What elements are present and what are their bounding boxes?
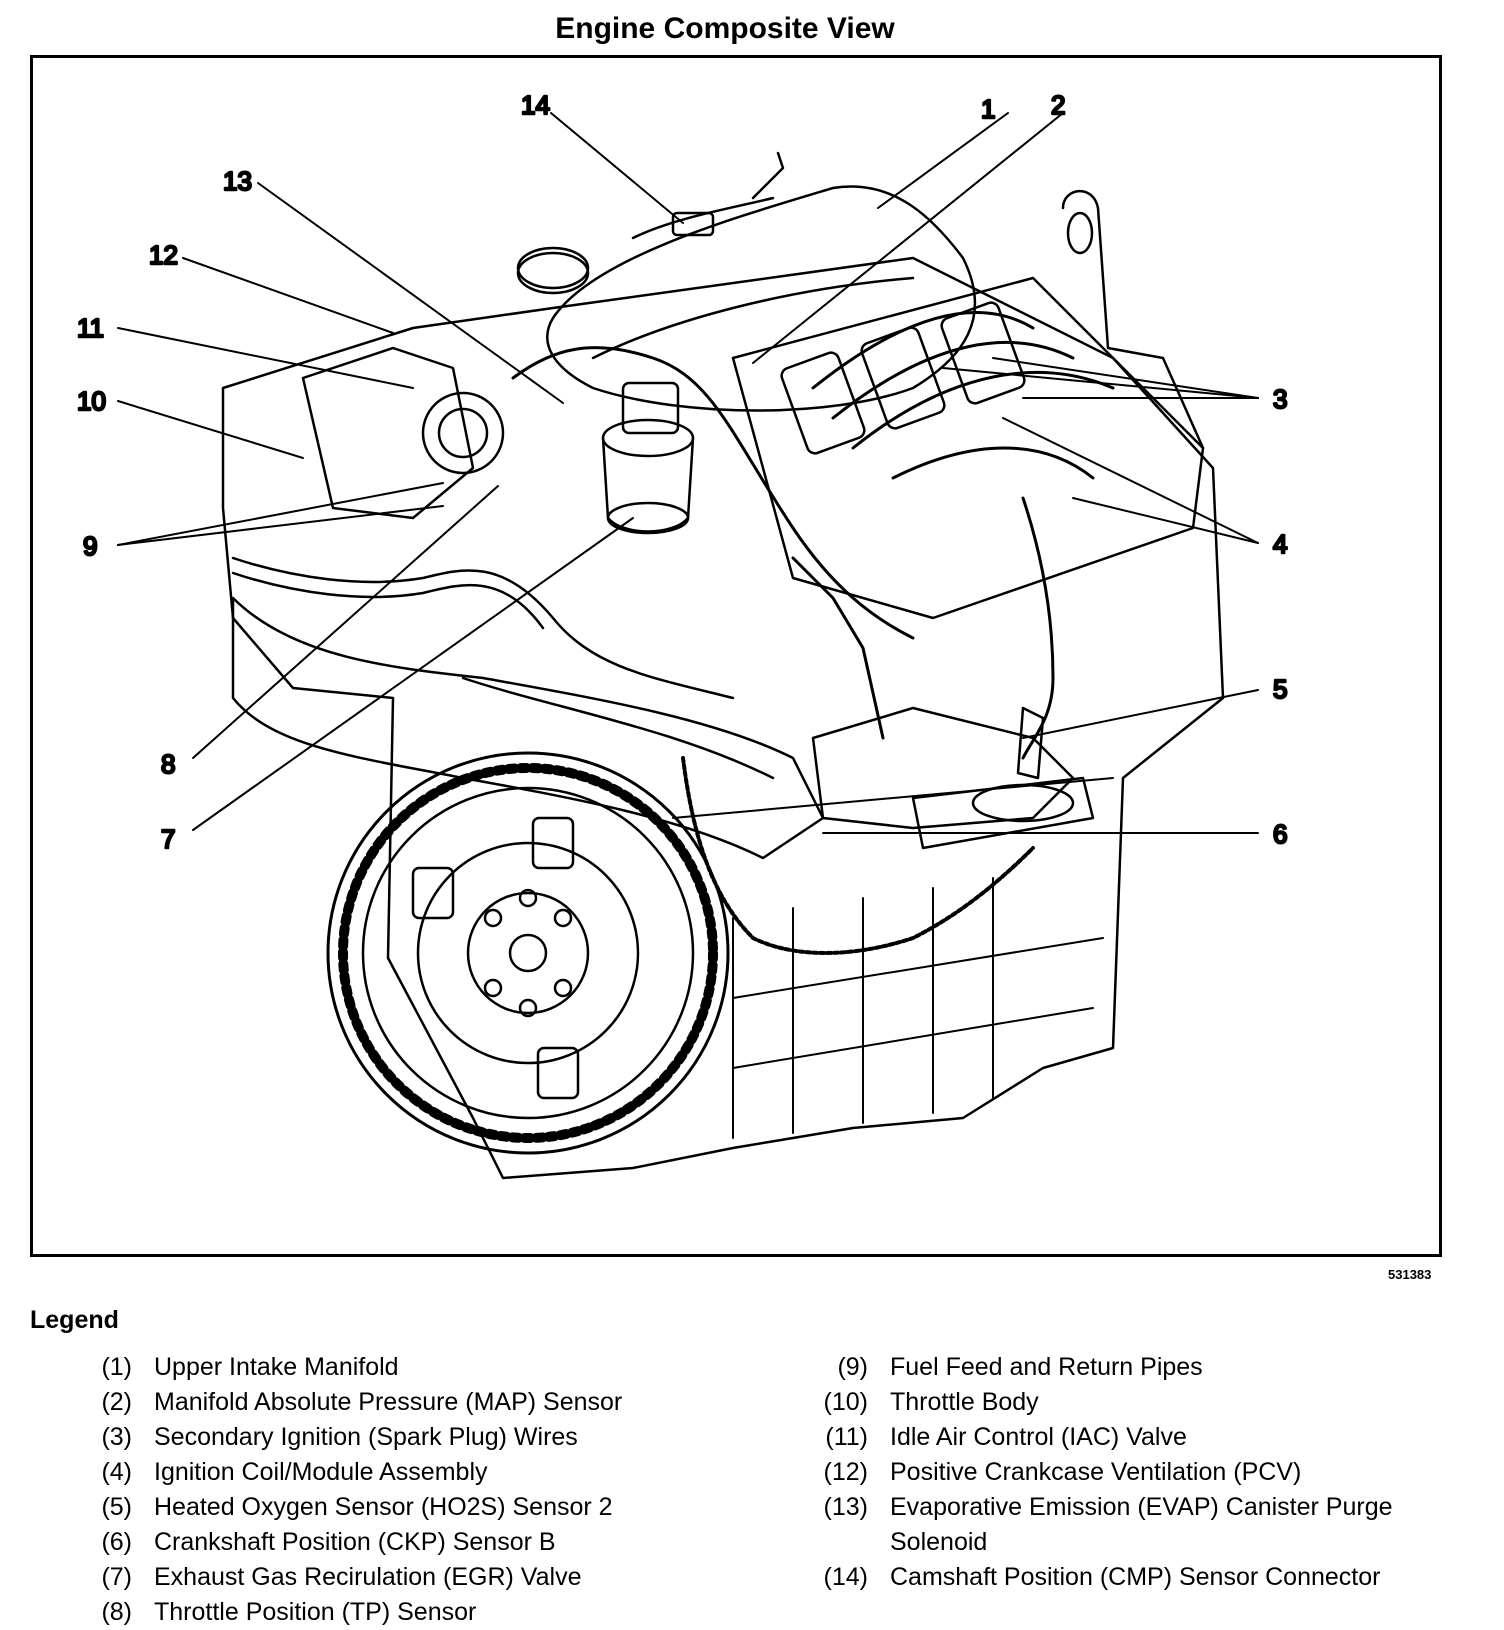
fuel-pipes: [231, 556, 735, 700]
legend-text: Positive Crankcase Ventilation (PCV): [890, 1458, 1302, 1486]
legend-column-left: (1) Upper Intake Manifold (2) Manifold A…: [96, 1350, 622, 1630]
leader-lines: [117, 112, 1259, 834]
legend-number: (5): [101, 1493, 132, 1521]
legend-text: Idle Air Control (IAC) Valve: [890, 1423, 1187, 1451]
legend-number: (11): [825, 1423, 868, 1451]
throttle-bore-inner: [437, 407, 489, 459]
legend-item: (1) Upper Intake Manifold: [96, 1350, 622, 1385]
callout-14: 14: [521, 90, 550, 120]
legend-text: Upper Intake Manifold: [154, 1353, 399, 1381]
intake-tube-ridge: [461, 676, 775, 780]
egr-valve: [601, 381, 695, 535]
legend-text: Heated Oxygen Sensor (HO2S) Sensor 2: [154, 1493, 613, 1521]
legend-number: (10): [823, 1388, 868, 1416]
legend-number: (6): [101, 1528, 132, 1556]
legend-item: (12) Positive Crankcase Ventilation (PCV…: [822, 1455, 1450, 1490]
callout-10: 10: [77, 386, 106, 416]
callout-11: 11: [77, 313, 104, 343]
wiring-harness: [681, 756, 1035, 955]
legend-item: (13) Evaporative Emission (EVAP) Caniste…: [822, 1490, 1450, 1560]
legend-text: Camshaft Position (CMP) Sensor Connector: [890, 1563, 1381, 1591]
legend-number: (12): [823, 1458, 868, 1486]
legend-number: (7): [101, 1563, 132, 1591]
legend-number: (3): [101, 1423, 132, 1451]
upper-intake-manifold: [546, 185, 977, 412]
cmp-connector-body: [671, 211, 715, 237]
legend-number: (8): [101, 1598, 132, 1626]
legend-number: (14): [823, 1563, 868, 1591]
legend-text: Fuel Feed and Return Pipes: [890, 1353, 1203, 1381]
engine-block-outline: [221, 256, 1225, 1180]
legend-number: (9): [837, 1353, 868, 1381]
legend-item: (14) Camshaft Position (CMP) Sensor Conn…: [822, 1560, 1450, 1595]
callout-7: 7: [161, 824, 175, 854]
figure-id: 531383: [1388, 1267, 1432, 1282]
legend-text: Ignition Coil/Module Assembly: [154, 1458, 488, 1486]
legend-item: (11) Idle Air Control (IAC) Valve: [822, 1420, 1450, 1455]
legend-number: (2): [101, 1388, 132, 1416]
callout-8: 8: [161, 749, 175, 779]
callout-12: 12: [149, 240, 178, 270]
legend-item: (6) Crankshaft Position (CKP) Sensor B: [96, 1525, 622, 1560]
legend-text: Manifold Absolute Pressure (MAP) Sensor: [154, 1388, 623, 1416]
legend-item: (8) Throttle Position (TP) Sensor: [96, 1595, 622, 1630]
callout-1: 1: [981, 94, 995, 124]
figure-title: Engine Composite View: [555, 12, 895, 45]
exhaust-manifold: [811, 706, 1075, 830]
diagram-frame: 1 2 3 4 5 6 7 8 9 10 11 12 13 14: [30, 55, 1442, 1257]
throttle-bore: [421, 391, 505, 475]
legend-item: (7) Exhaust Gas Recirulation (EGR) Valve: [96, 1560, 622, 1595]
flywheel: [326, 751, 730, 1155]
callout-3: 3: [1273, 384, 1287, 414]
legend-item: (10) Throttle Body: [822, 1385, 1450, 1420]
engine-drawing: 1 2 3 4 5 6 7 8 9 10 11 12 13 14: [76, 89, 1289, 1180]
oil-filler-cap-base: [516, 251, 590, 295]
legend-number: (4): [101, 1458, 132, 1486]
callout-4: 4: [1273, 529, 1287, 559]
cmp-sensor-connector: [631, 151, 785, 240]
oxygen-sensor: [1016, 706, 1045, 780]
engine-block-ribs: [672, 777, 1114, 1139]
crossover-hole: [971, 783, 1075, 823]
legend-text: Evaporative Emission (EVAP) Canister Pur…: [890, 1493, 1393, 1556]
legend-text: Throttle Body: [890, 1388, 1039, 1416]
callout-5: 5: [1273, 674, 1287, 704]
manifold-ridge: [591, 276, 915, 360]
spark-plug-wires: [811, 311, 1115, 480]
lift-bracket-hole: [1066, 211, 1094, 255]
legend-item: (4) Ignition Coil/Module Assembly: [96, 1455, 622, 1490]
intake-tube: [231, 596, 825, 860]
callout-2: 2: [1051, 90, 1065, 120]
callout-numbers: 1 2 3 4 5 6 7 8 9 10 11 12 13 14: [76, 89, 1289, 856]
legend-text: Throttle Position (TP) Sensor: [154, 1598, 477, 1626]
legend-item: (3) Secondary Ignition (Spark Plug) Wire…: [96, 1420, 622, 1455]
legend-column-right: (9) Fuel Feed and Return Pipes (10) Thro…: [822, 1350, 1450, 1595]
legend-text: Exhaust Gas Recirulation (EGR) Valve: [154, 1563, 582, 1591]
legend-number: (13): [823, 1493, 868, 1521]
legend-item: (9) Fuel Feed and Return Pipes: [822, 1350, 1450, 1385]
callout-6: 6: [1273, 819, 1287, 849]
throttle-body: [301, 346, 475, 520]
legend-title: Legend: [30, 1306, 119, 1334]
legend-text: Crankshaft Position (CKP) Sensor B: [154, 1528, 556, 1556]
lift-bracket: [1061, 189, 1205, 450]
legend-number: (1): [101, 1353, 132, 1381]
callout-13: 13: [223, 166, 252, 196]
legend-text: Secondary Ignition (Spark Plug) Wires: [154, 1423, 578, 1451]
legend-item: (5) Heated Oxygen Sensor (HO2S) Sensor 2: [96, 1490, 622, 1525]
legend-item: (2) Manifold Absolute Pressure (MAP) Sen…: [96, 1385, 622, 1420]
callout-9: 9: [83, 531, 97, 561]
